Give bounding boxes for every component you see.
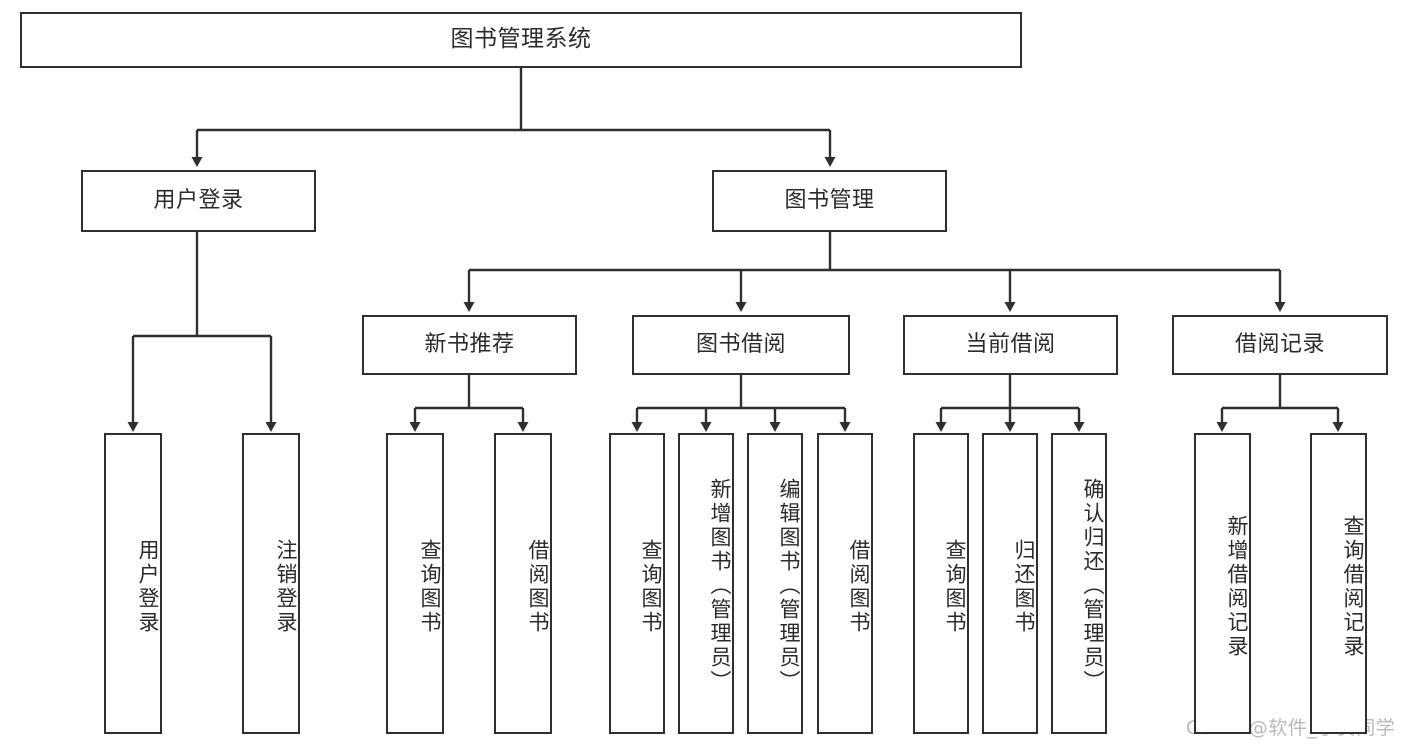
node-label: 图书管理 [784,187,875,213]
leaf-new-book-query[interactable]: 查询图书 [386,433,444,734]
leaf-record-add-record[interactable]: 新增借阅记录 [1194,433,1251,734]
node-label: 用户登录 [136,538,160,635]
leaf-current-return-book[interactable]: 归还图书 [982,433,1038,734]
leaf-new-book-borrow[interactable]: 借阅图书 [494,433,552,734]
node-root-system[interactable]: 图书管理系统 [20,12,1022,68]
node-label: 图书管理系统 [450,26,592,53]
leaf-user-login-logout[interactable]: 注销登录 [242,433,300,734]
leaf-borrow-query-book[interactable]: 查询图书 [609,433,665,734]
node-new-book-recommend[interactable]: 新书推荐 [362,315,577,375]
node-book-management[interactable]: 图书管理 [712,170,947,232]
node-label: 查询借阅记录 [1341,514,1365,659]
node-label: 确认归还（管理员） [1081,477,1105,694]
node-label: 查询图书 [639,538,663,635]
node-label: 编辑图书（管理员） [777,477,801,694]
node-label: 用户登录 [153,187,244,213]
node-label: 图书借阅 [695,331,786,357]
node-current-borrow[interactable]: 当前借阅 [903,315,1118,375]
leaf-current-query-book[interactable]: 查询图书 [913,433,969,734]
node-label: 注销登录 [274,538,298,635]
leaf-borrow-add-book-admin[interactable]: 新增图书（管理员） [678,433,734,734]
leaf-record-query-record[interactable]: 查询借阅记录 [1310,433,1367,734]
leaf-user-login-login[interactable]: 用户登录 [104,433,162,734]
node-label: 查询图书 [418,538,442,635]
node-label: 当前借阅 [965,331,1056,357]
node-label: 借阅记录 [1234,331,1325,357]
leaf-borrow-borrow-book[interactable]: 借阅图书 [817,433,873,734]
node-label: 新书推荐 [424,331,515,357]
leaf-current-confirm-return-admin[interactable]: 确认归还（管理员） [1051,433,1107,734]
node-label: 新增图书（管理员） [708,477,732,694]
node-book-borrow[interactable]: 图书借阅 [632,315,850,375]
node-label: 借阅图书 [526,538,550,635]
leaf-borrow-edit-book-admin[interactable]: 编辑图书（管理员） [747,433,803,734]
node-label: 查询图书 [943,538,967,635]
node-label: 新增借阅记录 [1225,514,1249,659]
node-user-login[interactable]: 用户登录 [81,170,316,232]
node-borrow-record[interactable]: 借阅记录 [1172,315,1388,375]
node-label: 借阅图书 [847,538,871,635]
node-label: 归还图书 [1012,538,1036,635]
